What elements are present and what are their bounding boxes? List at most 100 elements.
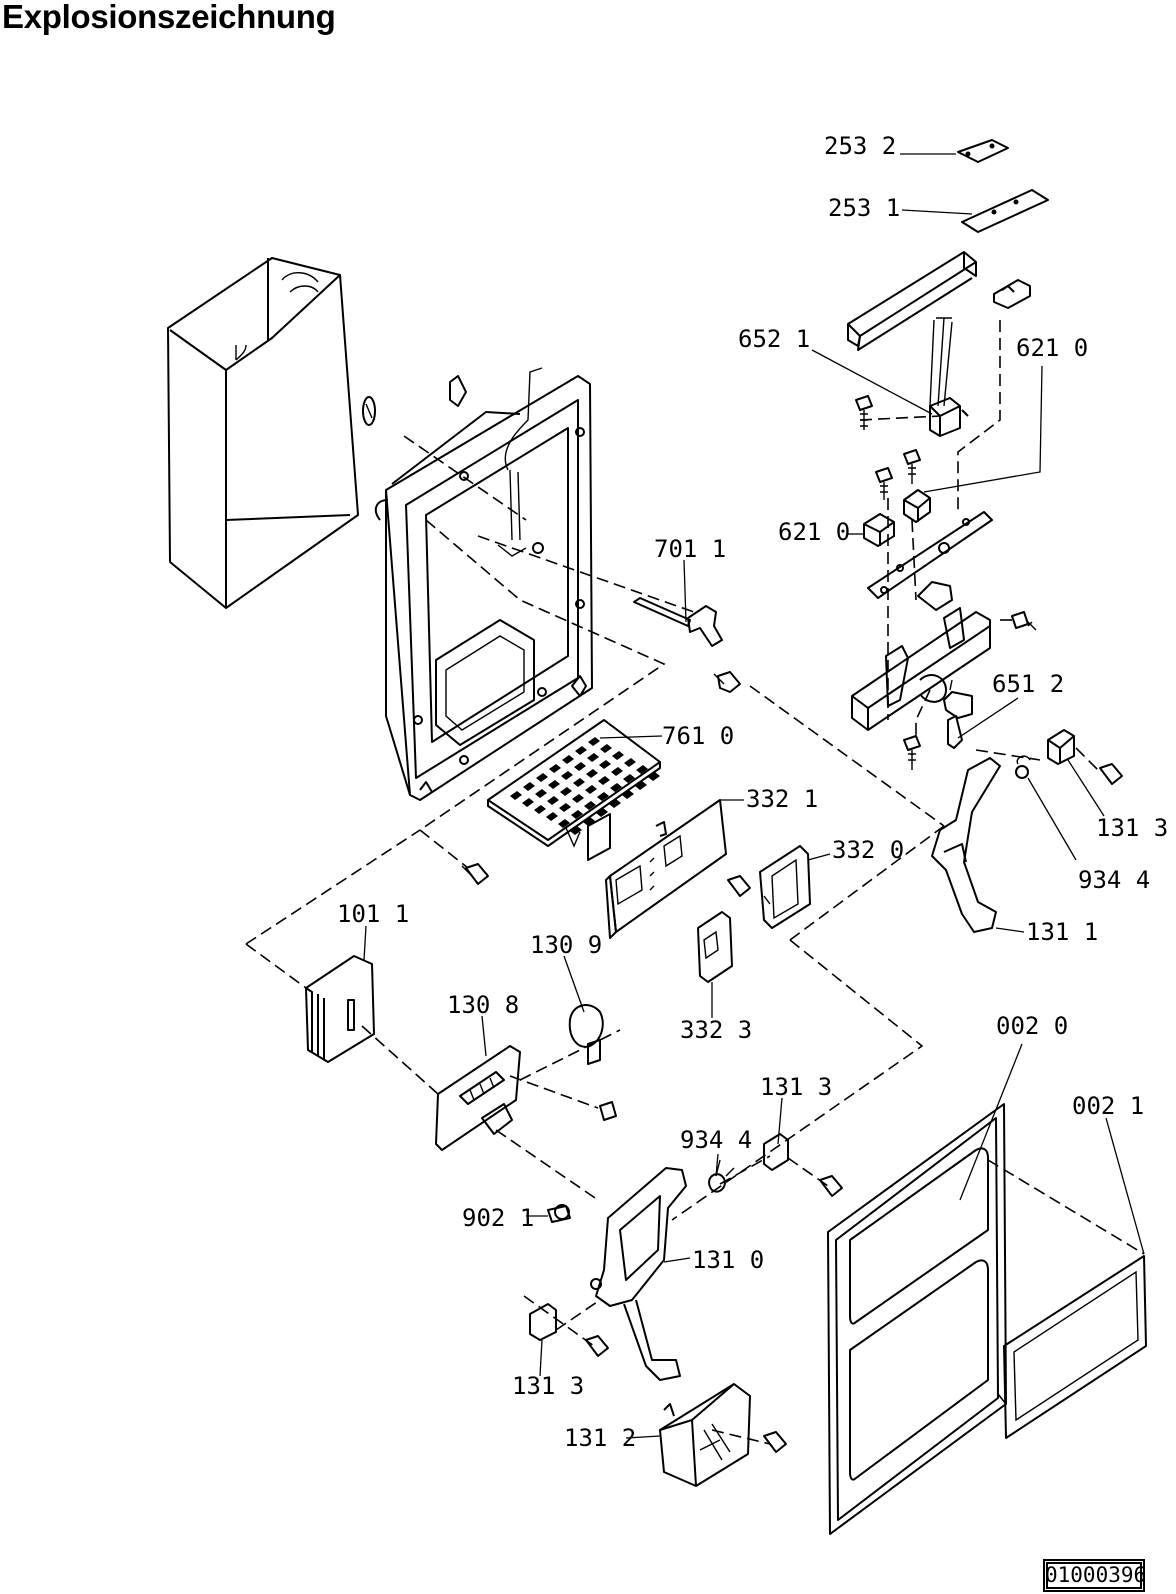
keypad-key (588, 737, 600, 746)
keypad-key (562, 755, 574, 764)
bracket-131-3-part (1047, 729, 1075, 765)
screw-part (585, 1335, 609, 1357)
screw-part (599, 1101, 617, 1121)
keypad-key (523, 782, 535, 791)
screw-part (875, 467, 893, 500)
drawing-number-box: 01000396 (1043, 1559, 1146, 1592)
callout-label: 002 0 (996, 1012, 1068, 1040)
keypad-key (573, 778, 585, 787)
screw-part (713, 671, 741, 693)
keypad-key (609, 799, 621, 808)
keypad-key (596, 808, 608, 817)
screw-part (1099, 763, 1123, 785)
screw-part (855, 395, 873, 430)
keypad-key (635, 781, 647, 790)
keypad-key (624, 758, 636, 767)
keypad-key (510, 791, 522, 800)
keypad-panel-part (487, 719, 661, 861)
lower-bracket-part (851, 607, 991, 731)
assembly-lines (245, 320, 1145, 1445)
housing-cover-part (167, 257, 359, 609)
callout-label: 131 1 (1026, 918, 1098, 946)
element-651-2-part (943, 679, 973, 749)
spring-934-4-part (708, 1159, 735, 1193)
leader-lines (363, 153, 1145, 1439)
callout-label: 621 0 (1016, 334, 1088, 362)
callout-label: 131 3 (760, 1073, 832, 1101)
keypad-key (546, 812, 558, 821)
callout-label: 131 2 (564, 1424, 636, 1452)
callout-label: 332 1 (746, 785, 818, 813)
door-panel-002-1-part (1003, 1255, 1147, 1439)
keypad-key (585, 785, 597, 794)
keypad-key (547, 796, 559, 805)
screw-part (461, 863, 489, 885)
screw-part (903, 449, 921, 484)
keypad-key (611, 767, 623, 776)
callout-label: 332 0 (832, 836, 904, 864)
page-title: Explosionszeichnung (2, 0, 336, 35)
screw-part (763, 1431, 787, 1453)
keypad-key (636, 765, 648, 774)
callout-label: 902 1 (462, 1204, 534, 1232)
door-panel-002-0-part (827, 1103, 1007, 1535)
screw-part (903, 735, 921, 770)
keypad-key (560, 787, 572, 796)
keypad-key (548, 780, 560, 789)
callout-label: 761 0 (662, 722, 734, 750)
switch-621-0-part (863, 489, 931, 547)
switch-621-0-upper-part (993, 279, 1031, 309)
keypad-key (583, 817, 595, 826)
keypad-key (587, 753, 599, 762)
keypad-key (535, 789, 547, 798)
clip-part (362, 396, 376, 426)
plate-332-0-part (759, 845, 811, 929)
spring-934-4-part (1015, 755, 1031, 779)
bracket-130-8-part (435, 1045, 521, 1151)
cover-101-1-part (305, 955, 375, 1063)
lever-701-1-part (633, 597, 723, 647)
callout-label: 652 1 (738, 325, 810, 353)
keypad-key (558, 819, 570, 828)
callout-label: 253 1 (828, 194, 900, 222)
cup-131-2-part (659, 1383, 751, 1487)
screw-part (819, 1175, 843, 1197)
keypad-key (586, 769, 598, 778)
callout-label: 621 0 (778, 518, 850, 546)
plate-332-3-part (697, 911, 733, 983)
keypad-key (561, 771, 573, 780)
callout-label: 101 1 (337, 900, 409, 928)
strip-253-1-part (961, 189, 1049, 233)
bracket-131-3-part (763, 1133, 789, 1171)
keypad-key (599, 760, 611, 769)
keypad-key (612, 751, 624, 760)
callout-labels: 253 2 253 1 652 1 621 0 621 0 701 1 651 … (337, 132, 1168, 1452)
callout-label: 002 1 (1072, 1092, 1144, 1120)
keypad-key (570, 826, 582, 835)
mounting-plate-part (867, 511, 993, 611)
keypad-key (600, 744, 612, 753)
keypad-key (598, 776, 610, 785)
actuator-131-1-part (931, 757, 1001, 933)
keypad-key (575, 746, 587, 755)
screw-part (727, 875, 751, 897)
disc-130-9-part (568, 1004, 604, 1065)
keypad-key (648, 772, 660, 781)
keypad-key (584, 801, 596, 810)
pin-902-1-part (547, 1204, 571, 1223)
lever-131-0-part (590, 1167, 687, 1381)
callout-label: 131 3 (512, 1372, 584, 1400)
callout-label: 651 2 (992, 670, 1064, 698)
channel-bracket-part (847, 251, 977, 351)
callout-label: 701 1 (654, 535, 726, 563)
keypad-key (571, 810, 583, 819)
keypad-key (549, 764, 561, 773)
keypad-key (534, 805, 546, 814)
keypad-key (536, 773, 548, 782)
callout-label: 131 3 (1096, 814, 1168, 842)
keypad-key (574, 762, 586, 771)
callout-label: 934 4 (1078, 866, 1150, 894)
callout-label: 130 9 (530, 931, 602, 959)
sensor-652-1-part (929, 317, 969, 437)
